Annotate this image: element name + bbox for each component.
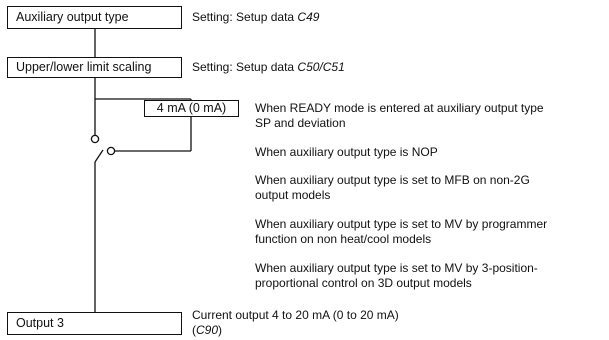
limit-scaling-label: Upper/lower limit scaling bbox=[16, 60, 152, 75]
fixed-current-label: 4 mA (0 mA) bbox=[156, 101, 227, 116]
output-3-box: Output 3 bbox=[7, 312, 182, 335]
output-description: Current output 4 to 20 mA (0 to 20 mA) (… bbox=[192, 308, 399, 337]
auxiliary-output-type-setting: Setting: Setup data C49 bbox=[192, 10, 320, 24]
switch-upper-contact bbox=[90, 134, 100, 144]
limit-scaling-setting: Setting: Setup data C50/C51 bbox=[192, 60, 345, 74]
fixed-current-box: 4 mA (0 mA) bbox=[144, 100, 239, 117]
condition-ready-mode: When READY mode is entered at auxiliary … bbox=[255, 101, 544, 130]
condition-nop: When auxiliary output type is NOP bbox=[255, 145, 438, 159]
condition-3-position: When auxiliary output type is set to MV … bbox=[255, 261, 538, 290]
condition-programmer: When auxiliary output type is set to MV … bbox=[255, 217, 548, 246]
condition-mfb: When auxiliary output type is set to MFB… bbox=[255, 173, 530, 202]
auxiliary-output-type-box: Auxiliary output type bbox=[7, 6, 182, 29]
auxiliary-output-type-label: Auxiliary output type bbox=[16, 10, 129, 25]
output-3-label: Output 3 bbox=[16, 316, 64, 331]
switch-arm bbox=[94, 149, 104, 163]
switch-lower-contact bbox=[106, 146, 116, 156]
limit-scaling-box: Upper/lower limit scaling bbox=[7, 57, 182, 78]
